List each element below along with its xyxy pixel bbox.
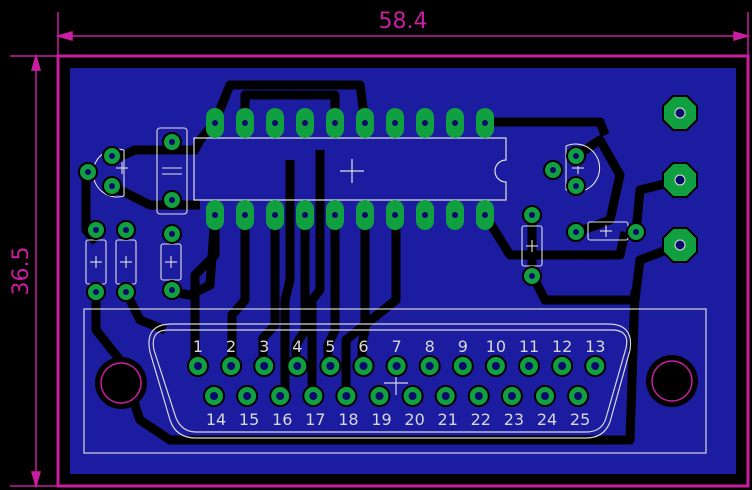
db25-pin-label: 18 [338,410,358,429]
db25-pad-drill [194,362,202,370]
db25-pin-label: 20 [404,410,424,429]
db25-pin-label: 9 [458,337,468,356]
db25-connector-silkscreen [83,308,707,454]
db25-pad-drill [425,362,434,370]
traces [81,80,682,445]
db25-pad-drill [227,362,236,370]
db25-pin-label: 7 [392,337,402,356]
db25-pin-label: 5 [325,337,335,356]
db25-pad-drill [541,392,549,400]
mounting-hole-right [646,355,698,407]
db25-pin-label: 16 [272,410,292,429]
db25-pad-drill [558,362,567,370]
db25-pin-label: 8 [425,337,435,356]
db25-pin-label: 23 [504,410,524,429]
db25-pin-label: 17 [305,410,325,429]
db25-pad-drill [441,392,450,400]
height-dimension [10,53,58,489]
db25-pin-label: 1 [193,337,203,356]
db25-pad-drill [293,362,302,370]
db25-pin-label: 22 [471,410,491,429]
db25-pad-drill [326,362,335,370]
power-terminal-pads [662,95,698,263]
ic-pad-drills [212,120,488,218]
db25-pad-drill [458,362,467,370]
db25-pin-label: 24 [537,410,557,429]
component-pads [78,132,646,302]
ic-silkscreen [193,137,507,201]
db25-pin-label: 10 [486,337,506,356]
db25-pads [187,355,607,407]
db25-pin-label: 15 [239,410,259,429]
component-pad-drills [85,139,639,295]
width-dimension-label: 58.4 [379,9,428,34]
db25-pad-drill [591,362,600,370]
db25-pad-drill [408,392,417,400]
db25-pin-label: 4 [292,337,302,356]
db25-pin-label: 13 [585,337,605,356]
db25-pin-label: 11 [519,337,539,356]
db25-pin-label: 25 [570,410,590,429]
db25-pin-label: 3 [259,337,269,356]
db25-pad-drill [474,392,483,400]
db25-pad-drill [491,362,500,370]
db25-pad-drill [260,362,269,370]
db25-pad-drill [309,392,318,400]
db25-pad-drill [243,392,252,400]
db25-pad-drill [375,392,384,400]
board-outline [56,54,750,488]
width-dimension [55,12,751,56]
db25-pad-drill [210,392,218,400]
db25-pad-drill [359,362,368,370]
db25-pad-drill [276,392,285,400]
db25-pin-label: 12 [552,337,572,356]
db25-pad-drill [342,392,351,400]
db25-pin-label: 14 [206,410,226,429]
db25-pin-label: 6 [358,337,368,356]
mounting-hole-left [95,357,147,409]
db25-pin-label: 21 [438,410,458,429]
db25-pad-drill [525,362,533,370]
db25-pad-drill [507,392,516,400]
db25-pad-drill [574,392,583,400]
db25-pin-label: 19 [371,410,391,429]
height-dimension-label: 36.5 [9,247,34,296]
db25-pin-label: 2 [226,337,236,356]
db25-pad-drill [392,362,401,370]
